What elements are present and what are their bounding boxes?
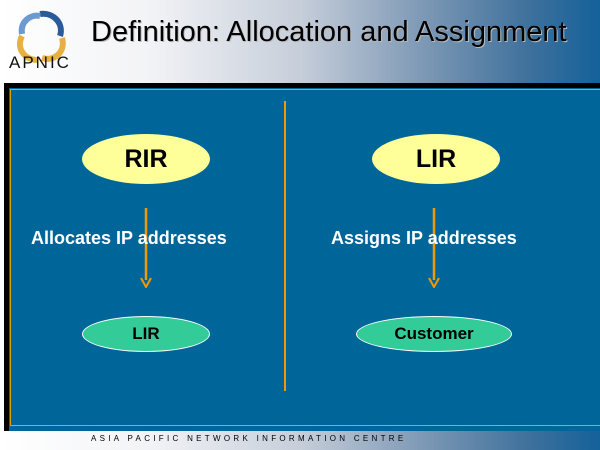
allocates-label: Allocates IP addresses <box>31 228 227 248</box>
apnic-logo-text: APNIC <box>9 53 71 72</box>
panel-border <box>10 89 600 426</box>
lir-node-left: LIR <box>82 316 210 352</box>
lir-node-right: LIR <box>372 134 500 184</box>
customer-node: Customer <box>356 316 512 352</box>
divider-line <box>284 101 286 391</box>
rir-node: RIR <box>82 134 210 184</box>
arrow-down-icon <box>140 208 152 288</box>
apnic-logo-icon <box>17 10 66 63</box>
assigns-label: Assigns IP addresses <box>331 228 517 248</box>
slide-title: Definition: Allocation and Assignment <box>91 16 567 48</box>
footer-text: ASIA PACIFIC NETWORK INFORMATION CENTRE <box>91 434 407 443</box>
arrow-down-icon <box>428 208 440 288</box>
